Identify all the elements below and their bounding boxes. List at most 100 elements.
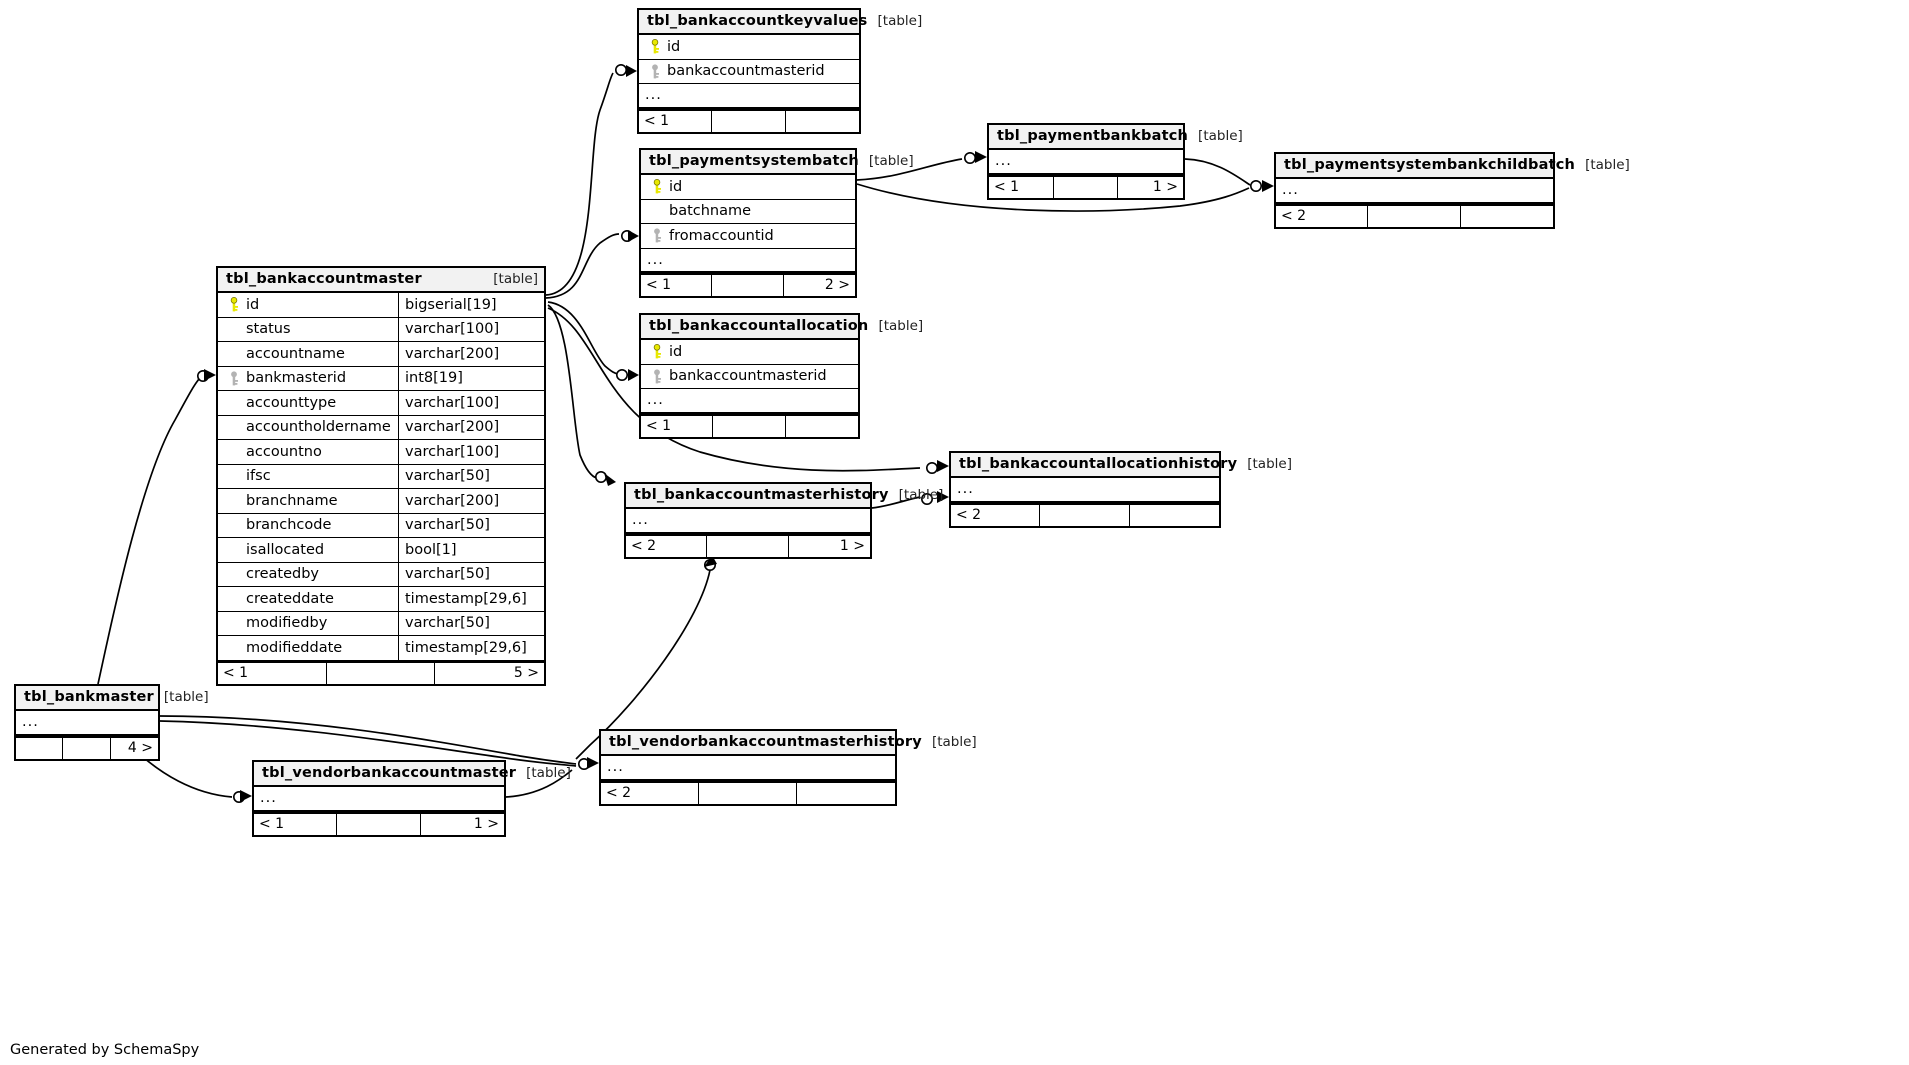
key-icon-slot xyxy=(645,64,665,79)
key-icon-slot xyxy=(647,369,667,384)
more-columns-ellipsis: ... xyxy=(16,711,158,736)
table-header: tbl_bankaccountmasterhistory [table] xyxy=(626,484,943,509)
column-row[interactable]: id xyxy=(641,175,855,200)
crowsfoot-arrow xyxy=(240,790,252,802)
table-footer: < 2 xyxy=(601,780,895,804)
table-name: tbl_bankaccountmasterhistory xyxy=(634,487,889,503)
cardinality-circle xyxy=(963,152,976,165)
table-name: tbl_bankaccountkeyvalues xyxy=(647,13,868,29)
table-node-tbl_bankaccountallocation[interactable]: tbl_bankaccountallocation [table] id bank… xyxy=(639,313,923,439)
table-footer: < 1 xyxy=(639,108,859,132)
cardinality-circle xyxy=(1250,180,1263,193)
crowsfoot-arrow xyxy=(604,473,616,486)
footer-left-count: < 1 xyxy=(639,110,713,132)
cardinality-circle xyxy=(615,368,628,381)
column-type: varchar[200] xyxy=(398,489,544,513)
table-node-tbl_paymentsystembankchildbatch[interactable]: tbl_paymentsystembankchildbatch [table] … xyxy=(1274,152,1630,229)
footer-mid-count xyxy=(712,110,786,132)
more-columns-ellipsis: ... xyxy=(641,249,855,273)
crowsfoot-arrow xyxy=(626,65,637,77)
table-node-tbl_bankaccountallocationhistory[interactable]: tbl_bankaccountallocationhistory [table]… xyxy=(949,451,1292,528)
primary-key-icon xyxy=(653,344,661,359)
key-icon-slot xyxy=(647,228,667,243)
table-columns: ...< 2 xyxy=(601,756,895,804)
edge-bankmaster-to-master xyxy=(97,377,201,685)
column-name-cell: bankaccountmasterid xyxy=(639,63,859,79)
column-label: bankaccountmasterid xyxy=(669,368,827,385)
table-columns: ... 4 > xyxy=(16,711,158,759)
key-icon-slot xyxy=(645,39,665,54)
table-type-tag: [table] xyxy=(931,734,977,750)
table-node-tbl_vendorbankaccountmasterhistory[interactable]: tbl_vendorbankaccountmasterhistory [tabl… xyxy=(599,729,977,806)
column-row[interactable]: fromaccountid xyxy=(641,224,855,249)
column-name-cell: branchname xyxy=(218,493,398,509)
column-label: id xyxy=(667,38,681,55)
primary-key-icon xyxy=(230,297,238,312)
table-type-tag: [table] xyxy=(1198,128,1243,144)
column-name-cell: isallocated xyxy=(218,542,398,558)
footer-right-count xyxy=(1130,505,1219,526)
table-type-tag: [table] xyxy=(1585,157,1630,173)
column-row[interactable]: batchname xyxy=(641,200,855,224)
table-name: tbl_vendorbankaccountmaster xyxy=(262,765,517,781)
table-columns: ...< 2 xyxy=(951,478,1219,526)
column-label: modifiedby xyxy=(246,615,328,632)
key-icon-slot xyxy=(647,344,667,359)
column-label: branchname xyxy=(246,492,338,509)
crowsfoot-arrow xyxy=(628,230,639,242)
column-type: varchar[100] xyxy=(398,440,544,464)
column-row[interactable]: id xyxy=(639,35,859,60)
footer-left-count: < 1 xyxy=(641,275,713,296)
column-name-cell: modifieddate xyxy=(218,640,398,656)
table-header: tbl_paymentsystembankchildbatch [table] xyxy=(1276,154,1630,179)
column-name-cell: createdby xyxy=(218,566,398,582)
column-row[interactable]: branchname varchar[200] xyxy=(218,489,544,514)
column-row[interactable]: id xyxy=(641,340,858,365)
key-icon-slot xyxy=(647,179,667,194)
table-header: tbl_bankaccountallocation [table] xyxy=(641,315,923,340)
more-columns-ellipsis: ... xyxy=(641,389,858,414)
table-node-tbl_vendorbankaccountmaster[interactable]: tbl_vendorbankaccountmaster [table] ...<… xyxy=(252,760,571,837)
column-row[interactable]: bankaccountmasterid xyxy=(639,60,859,84)
more-columns-ellipsis: ... xyxy=(1276,179,1553,204)
column-type: varchar[200] xyxy=(398,342,544,366)
column-row[interactable]: createddate timestamp[29,6] xyxy=(218,587,544,612)
table-node-tbl_bankmaster[interactable]: tbl_bankmaster [table] ...4 > xyxy=(14,684,209,761)
footer-mid-count xyxy=(699,782,797,804)
table-node-tbl_bankaccountmasterhistory[interactable]: tbl_bankaccountmasterhistory [table] ...… xyxy=(624,482,943,559)
cardinality-circle xyxy=(197,369,210,382)
footer-left-count xyxy=(16,737,64,759)
footer-left-count: < 1 xyxy=(254,813,338,835)
footer-right-count xyxy=(1461,206,1553,227)
footer-left-count: < 2 xyxy=(1276,205,1369,227)
column-row[interactable]: bankaccountmasterid xyxy=(641,365,858,389)
column-label: createddate xyxy=(246,590,334,607)
crowsfoot-arrow xyxy=(937,460,949,472)
generated-by-note: Generated by SchemaSpy xyxy=(10,1042,200,1058)
column-type: timestamp[29,6] xyxy=(398,587,544,611)
column-type: varchar[200] xyxy=(398,415,544,439)
column-label: id xyxy=(246,296,260,313)
footer-right-count: 4 > xyxy=(127,739,153,756)
footer-left-count: < 2 xyxy=(951,504,1041,526)
